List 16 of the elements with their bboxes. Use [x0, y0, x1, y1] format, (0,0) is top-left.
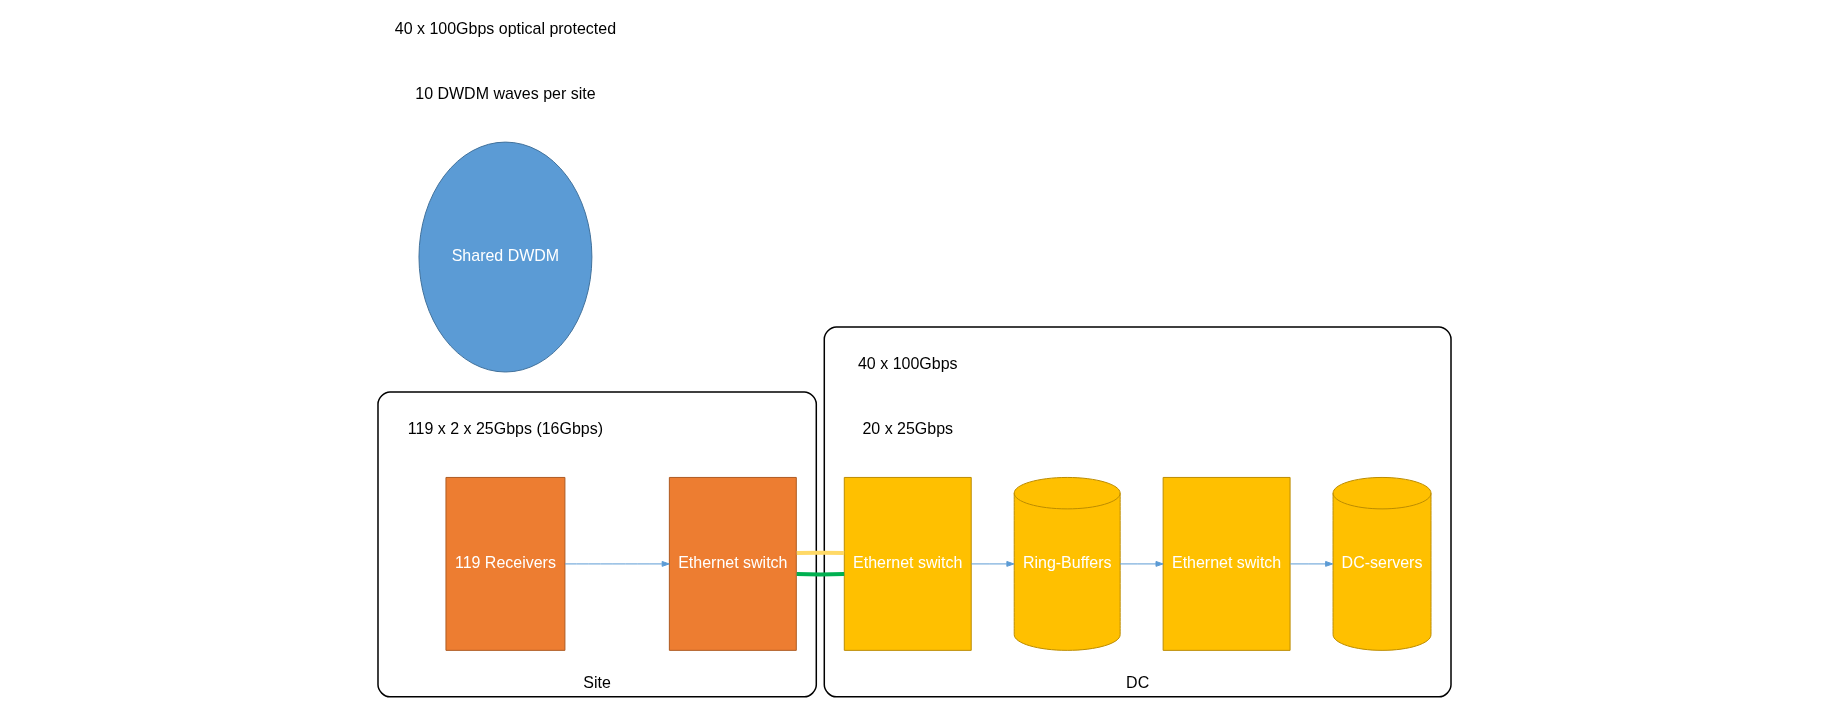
node-box: 119 Receivers [445, 476, 566, 651]
arrow [564, 560, 670, 567]
arrow [1119, 560, 1164, 567]
arrow [1289, 560, 1334, 567]
label: 10 DWDM waves per site [415, 84, 596, 102]
label: 40 x 100Gbps [857, 354, 958, 372]
label: 40 x 100Gbps optical protected [394, 19, 617, 37]
connector [796, 550, 845, 556]
label: 119 x 2 x 25Gbps (16Gbps) [407, 419, 604, 437]
node-box: Ethernet switch [1162, 476, 1291, 651]
connector [796, 572, 845, 577]
node-ellipse: Shared DWDM [418, 141, 593, 373]
label: 20 x 25Gbps [862, 419, 954, 437]
node-box: Ethernet switch [843, 476, 972, 651]
node-box: Ethernet switch [668, 476, 797, 651]
arrow [970, 560, 1015, 567]
